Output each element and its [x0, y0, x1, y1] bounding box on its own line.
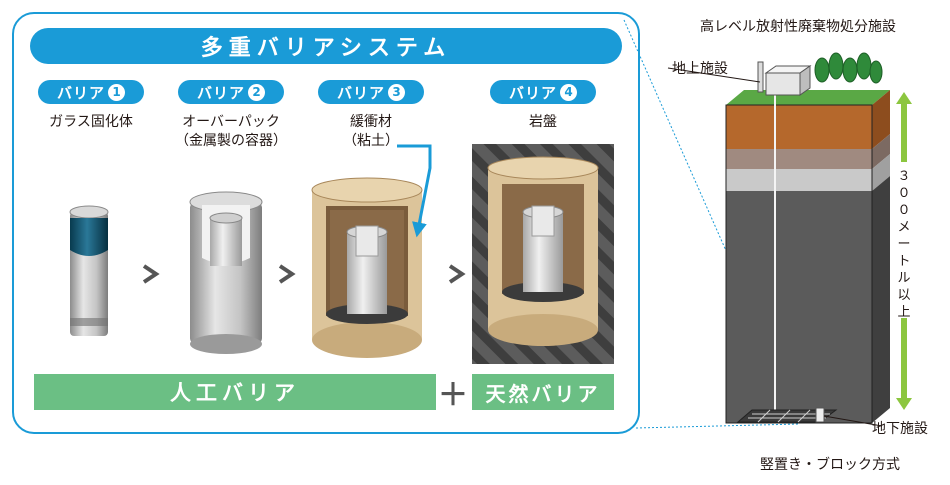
barrier-1-number: 1: [108, 83, 125, 101]
arrow-3-to-4: [448, 264, 466, 284]
depth-label: ３００メートル以上: [897, 169, 911, 320]
surface-facility-label: 地上施設: [672, 61, 728, 77]
arrow-2-to-3: [278, 264, 296, 284]
buffer-clay: [311, 144, 432, 358]
barrier-2-caption: オーバーパック （金属製の容器）: [175, 114, 287, 149]
natural-barrier-band: 天然バリア: [472, 374, 614, 410]
barrier-3-number: 3: [388, 83, 405, 101]
glass-canister: [69, 205, 109, 336]
overpack-container: [189, 191, 263, 354]
underground-facility-label: 地下施設: [872, 421, 928, 437]
barrier-2-number: 2: [248, 83, 265, 101]
barrier-4-number: 4: [560, 83, 577, 101]
barrier-4-caption: 岩盤: [529, 114, 557, 130]
barrier-3-caption: 緩衝材 （粘土）: [343, 114, 399, 149]
panel-title: 多重バリアシステム: [30, 28, 622, 64]
emplacement-method-label: 竪置き・ブロック方式: [760, 457, 900, 473]
connector-lines: [623, 19, 801, 429]
plus-sign: ＋: [438, 378, 468, 413]
facility-cross-section: [667, 52, 912, 427]
engineered-barrier-band: 人工バリア: [34, 374, 436, 410]
arrow-1-to-2: [142, 264, 160, 284]
bedrock-block: [472, 144, 614, 364]
barrier-1-caption: ガラス固化体: [49, 114, 133, 130]
facility-title: 高レベル放射性廃棄物処分施設: [700, 19, 896, 35]
